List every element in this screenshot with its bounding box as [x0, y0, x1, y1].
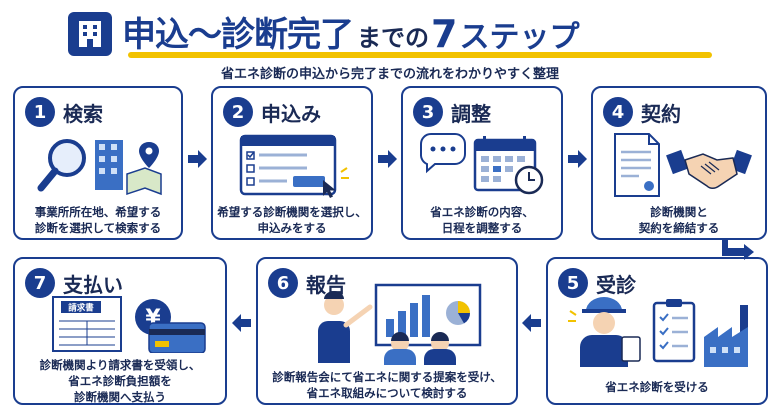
step-desc-line2: 省エネ取組みについて検討する [306, 386, 468, 400]
arrow-right-1-2 [188, 150, 207, 168]
step-desc-line1: 希望する診断機関を選択し、 [217, 205, 367, 219]
step-card-6: 6 報告 診断報告会にて省エネに関する提案を受け、 省エネ取組みについて検討する [256, 257, 518, 405]
step-desc-line1: 診断機関と [650, 205, 708, 219]
step-number: 1 [25, 97, 55, 127]
title-underline [128, 52, 712, 58]
step-title: 検索 [63, 102, 103, 126]
presentation-meeting-icon [318, 283, 482, 365]
invoice-yen-card-icon: 請求書 ¥ [52, 296, 206, 353]
page-title: 申込～診断完了 までの 7 ステップ [122, 6, 579, 56]
step-title: 支払い [63, 273, 123, 297]
step-card-2: 2 申込み 希望する診断機関を選択し、 申込みをする [211, 86, 373, 240]
arrow-left-5-6 [522, 314, 541, 332]
web-form-cursor-icon [239, 134, 349, 198]
step-card-7: 7 支払い 請求書 ¥ 診断機関より請求書を受領し、 省エネ診断負担額を 診断機… [13, 257, 227, 405]
step-desc-line1: 省エネ診断の内容、 [430, 205, 534, 219]
contract-handshake-icon [614, 133, 752, 197]
step-desc-line2: 申込みをする [257, 221, 327, 235]
title-number: 7 [431, 12, 458, 56]
step-number: 6 [268, 268, 298, 298]
arrow-right-2-3 [378, 150, 397, 168]
step-desc-line2: 日程を調整する [441, 221, 523, 235]
step-desc-line1: 診断報告会にて省エネに関する提案を受け、 [272, 370, 502, 384]
step-card-5: 5 受診 省エネ診断を受ける [546, 257, 768, 405]
step-title: 契約 [641, 102, 681, 126]
step-desc-line1: 事業所所在地、希望する [34, 205, 162, 219]
arrow-left-6-7 [232, 314, 251, 332]
step-number: 3 [413, 97, 443, 127]
step-title: 受診 [596, 273, 636, 297]
step-desc-line3: 診断機関へ支払う [74, 390, 166, 404]
subtitle: 省エネ診断の申込から完了までの流れをわかりやすく整理 [220, 67, 559, 82]
step-card-3: 3 調整 省エネ診断の内容、 日程を調整する [401, 86, 563, 240]
step-desc-line2: 契約を締結する [638, 221, 720, 235]
step-card-4: 4 契約 診断機関と 契約を締結する [591, 86, 767, 240]
step-title: 調整 [451, 102, 491, 126]
arrow-right-3-4 [568, 150, 587, 168]
title-steps: ステップ [459, 20, 580, 55]
step-number: 4 [603, 97, 633, 127]
title-main: 申込～診断完了 [122, 15, 354, 55]
step-desc-line1: 診断機関より請求書を受領し、 [39, 358, 201, 372]
step-card-1: 1 検索 事業所所在地、希望する 診断を選択して検索する [13, 86, 183, 240]
chat-calendar-clock-icon [419, 133, 544, 195]
step-desc-line1: 省エネ診断を受ける [605, 380, 709, 394]
worker-clipboard-factory-icon [568, 297, 748, 367]
step-title: 申込み [261, 102, 321, 126]
step-number: 7 [25, 268, 55, 298]
header: 申込～診断完了 までの 7 ステップ 省エネ診断の申込から完了までの流れをわかり… [0, 0, 780, 82]
step-number: 2 [223, 97, 253, 127]
invoice-label: 請求書 [68, 303, 94, 314]
step-desc-line2: 省エネ診断負担額を [68, 374, 172, 388]
arrow-down-4-5 [722, 238, 754, 260]
magnifier-building-map-icon [37, 139, 162, 196]
step-number: 5 [558, 268, 588, 298]
title-made: までの [357, 24, 429, 52]
building-logo-icon [68, 12, 112, 56]
step-desc-line2: 診断を選択して検索する [34, 221, 162, 235]
